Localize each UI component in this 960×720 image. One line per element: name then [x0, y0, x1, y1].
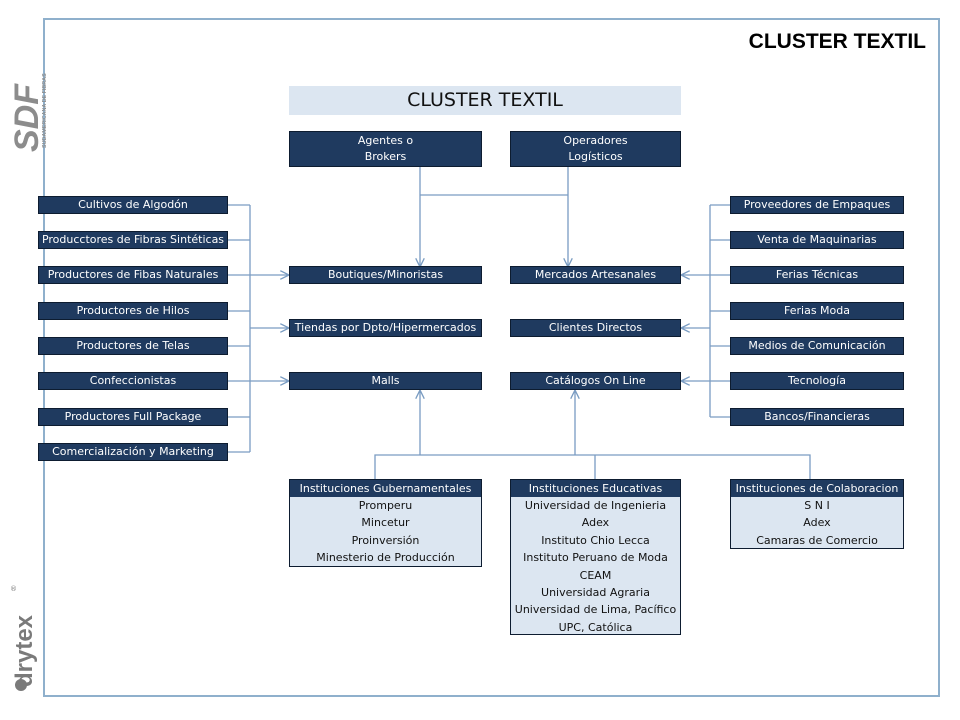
page-title: CLUSTER TEXTIL — [748, 30, 926, 53]
left-node: Confeccionistas — [38, 372, 228, 390]
sdf-logo: SDF SUDAMERICANA DE FIBRAS — [8, 73, 48, 152]
left-node: Producctores de Fibras Sintéticas — [38, 231, 228, 249]
institutions-gubernamentales: Instituciones Gubernamentales Promperu M… — [289, 479, 482, 567]
institution-item: Minesterio de Producción — [316, 551, 455, 565]
top-bracket-connector — [419, 167, 569, 196]
institution-header: Instituciones de Colaboracion — [731, 480, 903, 497]
left-node: Comercialización y Marketing — [38, 443, 228, 461]
right-node: Tecnología — [730, 372, 904, 390]
drytex-swirl-icon — [15, 679, 27, 691]
center-left-node: Tiendas por Dpto/Hipermercados — [289, 319, 482, 337]
right-node: Bancos/Financieras — [730, 408, 904, 426]
right-node: Medios de Comunicación — [730, 337, 904, 355]
center-right-node: Mercados Artesanales — [510, 266, 681, 284]
right-bracket-connector — [709, 204, 730, 418]
node-agentes-brokers: Agentes o Brokers — [289, 131, 482, 167]
institution-item: CEAM — [579, 568, 612, 582]
right-node: Proveedores de Empaques — [730, 196, 904, 214]
institution-item: Adex — [803, 516, 831, 530]
institution-item: S N I — [804, 499, 830, 512]
institution-item: Universidad de Ingenieria — [524, 499, 667, 512]
bottom-bracket-connector — [374, 454, 811, 479]
institutions-educativas: Instituciones Educativas Universidad de … — [510, 479, 681, 635]
right-node: Ferias Moda — [730, 302, 904, 320]
institution-item: UPC, Católica — [558, 620, 633, 634]
diagram-title-banner: CLUSTER TEXTIL — [289, 86, 681, 115]
left-node: Productores de Telas — [38, 337, 228, 355]
institution-item: Universidad Agraria — [541, 585, 650, 599]
institution-header: Instituciones Gubernamentales — [290, 480, 481, 497]
slide-frame — [43, 18, 940, 697]
node-line: Operadores — [563, 134, 628, 147]
institutions-colaboracion: Instituciones de Colaboracion S N I Adex… — [730, 479, 904, 549]
node-line: Logísticos — [568, 150, 623, 163]
drytex-logo-reg: ® — [10, 585, 17, 593]
node-line: Agentes o — [357, 134, 414, 147]
left-bracket-connector — [228, 204, 251, 453]
institution-item: Camaras de Comercio — [756, 533, 878, 547]
center-right-node: Clientes Directos — [510, 319, 681, 337]
node-line: Brokers — [364, 150, 407, 163]
right-node: Ferias Técnicas — [730, 266, 904, 284]
node-operadores-logisticos: Operadores Logísticos — [510, 131, 681, 167]
institution-item: Universidad de Lima, Pacífico — [514, 603, 677, 617]
institution-item: Instituto Chio Lecca — [541, 533, 650, 547]
left-node: Productores Full Package — [38, 408, 228, 426]
right-node: Venta de Maquinarias — [730, 231, 904, 249]
center-left-node: Boutiques/Minoristas — [289, 266, 482, 284]
institution-item: Proinversión — [351, 533, 420, 547]
left-node: Cultivos de Algodón — [38, 196, 228, 214]
sdf-logo-tagline: SUDAMERICANA DE FIBRAS — [42, 73, 48, 148]
left-node: Productores de Fibas Naturales — [38, 266, 228, 284]
institution-item: Instituto Peruano de Moda — [523, 551, 668, 565]
drytex-logo-mark: drytex — [11, 614, 38, 687]
institution-item: Adex — [581, 516, 610, 530]
institution-item: Promperu — [358, 499, 413, 512]
center-right-node: Catálogos On Line — [510, 372, 681, 390]
center-left-node: Malls — [289, 372, 482, 390]
institution-header: Instituciones Educativas — [511, 480, 680, 497]
institution-item: Mincetur — [361, 516, 410, 530]
left-node: Productores de Hilos — [38, 302, 228, 320]
sdf-logo-mark: SDF — [8, 83, 46, 152]
drytex-logo: drytex ® — [10, 585, 38, 691]
